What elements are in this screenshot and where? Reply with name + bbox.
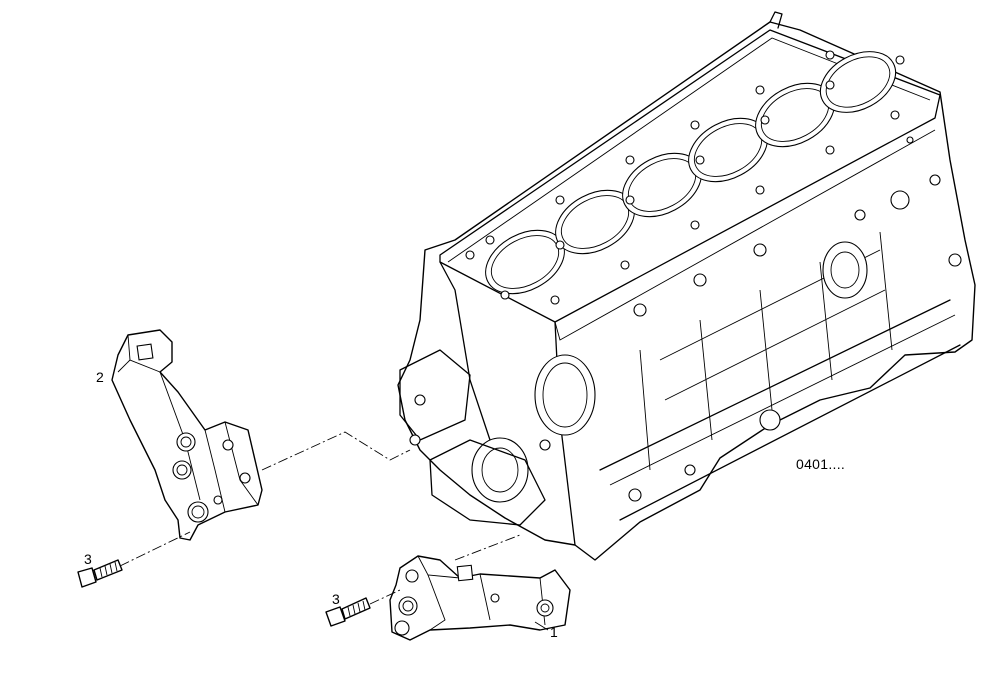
assembly-lines [119, 431, 521, 605]
cylinder-bores [485, 51, 897, 295]
callout-label-1: 1 [550, 624, 558, 640]
callout-label-3-right: 3 [332, 591, 340, 607]
bracket-upper [111, 329, 263, 541]
screw-right [325, 597, 371, 627]
callout-label-3-left: 3 [84, 551, 92, 567]
reference-code: 0401.... [796, 456, 846, 472]
callout-leaders [534, 621, 549, 631]
engine-block-outline [397, 21, 976, 561]
callout-label-2: 2 [96, 369, 104, 385]
bracket-lower-body [389, 555, 571, 641]
bracket-lower [389, 555, 571, 641]
engine-block [397, 11, 976, 561]
head-bolt-holes [409, 50, 962, 502]
screw-left [77, 559, 123, 588]
